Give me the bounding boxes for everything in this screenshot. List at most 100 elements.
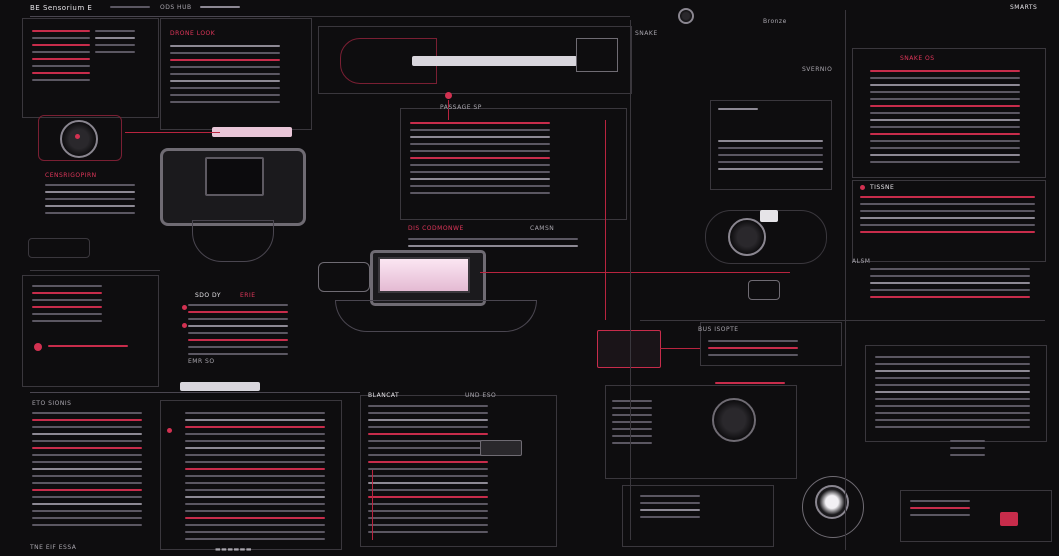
gauge-indicator [75, 134, 80, 139]
left-connector-widget[interactable] [28, 238, 90, 258]
bottom-right-list [910, 500, 970, 521]
top-device-screen [412, 56, 577, 66]
right-mid-title: BUS ISOPTE [698, 326, 739, 333]
right-mid-list [708, 340, 798, 361]
progress-strip [212, 127, 292, 137]
right-center-list [718, 140, 823, 175]
monitor-base [335, 300, 537, 332]
right-top-panel [852, 48, 1046, 178]
link-line-6 [605, 120, 606, 320]
left-bottom-list [32, 412, 142, 531]
right-section-title: TISSNE [870, 184, 895, 191]
left-status-dot [34, 343, 42, 351]
center-info-panel [400, 108, 627, 220]
header-center-bars [200, 6, 240, 13]
lens-icon [728, 218, 766, 256]
left-section-list [45, 184, 135, 219]
left-status-bar [48, 345, 128, 352]
lower-left-list [185, 412, 325, 545]
monitor-screen [378, 257, 470, 293]
grid-line-2 [845, 10, 846, 550]
grid-line-1 [630, 20, 631, 540]
bottom-caption-bars: ▬▬▬▬▬▬ [215, 546, 253, 553]
lower-block-title: BLANCAT [368, 392, 400, 399]
snake-readout: SNAKE [635, 30, 658, 37]
header-power-icon[interactable] [678, 8, 694, 24]
red-module[interactable] [597, 330, 661, 368]
mid-list-bullet-1 [182, 305, 187, 310]
link-line-2 [448, 100, 449, 120]
lower-center-panel [360, 395, 557, 547]
right-lower-list [612, 400, 652, 449]
mid-list-tag: ERIE [240, 292, 256, 299]
camera-mount [192, 220, 274, 262]
hub-title: ODS HUB [160, 4, 192, 11]
right-center-panel [710, 100, 832, 190]
right-mid-list-2 [870, 268, 1030, 303]
right-lower-header [715, 382, 785, 389]
lower-block-tag: UND ESO [465, 392, 497, 399]
mid-list-bullet-2 [182, 323, 187, 328]
left-top-list [32, 30, 90, 86]
right-dial-icon[interactable] [712, 398, 756, 442]
top-device-frame [318, 26, 632, 94]
left-top-panel [22, 18, 159, 118]
system-status: SMARTS [1010, 4, 1038, 11]
link-line-5 [660, 348, 700, 349]
lower-left-panel [160, 400, 342, 550]
monitor-side-module [318, 262, 370, 292]
center-section-list [408, 238, 578, 252]
right-mid-label: ALSM [852, 258, 871, 265]
right-lower-list-2 [875, 356, 1030, 433]
link-line-1 [125, 132, 220, 133]
center-section-title: DIS CODMONWE [408, 225, 464, 232]
link-line-3 [480, 272, 790, 273]
lower-center-chip[interactable] [480, 440, 522, 456]
right-lower-values [950, 440, 985, 461]
right-mid-panel [700, 322, 842, 366]
left-mid-list [32, 285, 102, 327]
center-tag: CAMSN [530, 225, 555, 232]
gauge-icon [60, 120, 98, 158]
bottom-right-panel [900, 490, 1052, 542]
left-top-values [95, 30, 135, 58]
grid-line-4 [30, 270, 160, 271]
left-mid-panel [22, 275, 159, 387]
drone-tag: DRONE LOOK [170, 30, 216, 37]
right-top-list [870, 70, 1020, 168]
bottom-device-panel [622, 485, 774, 547]
right-center-header [718, 108, 758, 115]
bottom-right-indicator[interactable] [1000, 512, 1018, 526]
mid-divider [30, 392, 360, 393]
mid-list [188, 304, 288, 360]
lower-left-bullet [167, 428, 172, 433]
left-section-title: CENSRIGOPIRN [45, 172, 97, 179]
bottom-lens-icon [815, 485, 849, 519]
lens-port[interactable] [748, 280, 780, 300]
center-left-list [170, 45, 280, 108]
header-divider-2 [290, 16, 630, 17]
lower-center-list [368, 405, 488, 538]
right-section-dot [860, 185, 865, 190]
left-footer-text: TNE EIF ESSA [30, 544, 77, 551]
right-section-list [860, 196, 1035, 238]
bottom-lens-frame [802, 476, 864, 538]
header-divider [30, 16, 290, 17]
mid-highlight-bar[interactable] [180, 382, 260, 391]
camera-viewfinder [205, 157, 264, 196]
left-gauge-frame [38, 115, 122, 161]
top-right-title: Bronze [763, 18, 787, 25]
app-title: BE Sensorium E [30, 4, 93, 12]
mid-list-subtitle: EMR SO [188, 358, 215, 365]
right-center-title: SVERNIO [802, 66, 833, 73]
mid-list-title: SDO DY [195, 292, 222, 299]
center-info-list [410, 122, 550, 199]
passage-title: PASSAGE SP [440, 104, 482, 111]
grid-line-3 [640, 320, 1045, 321]
header-left-bars [110, 6, 150, 13]
top-device-module[interactable] [576, 38, 618, 72]
top-device-led [445, 92, 452, 99]
lens-light [760, 210, 778, 222]
link-line-4 [372, 470, 373, 540]
right-section-panel [852, 180, 1046, 262]
